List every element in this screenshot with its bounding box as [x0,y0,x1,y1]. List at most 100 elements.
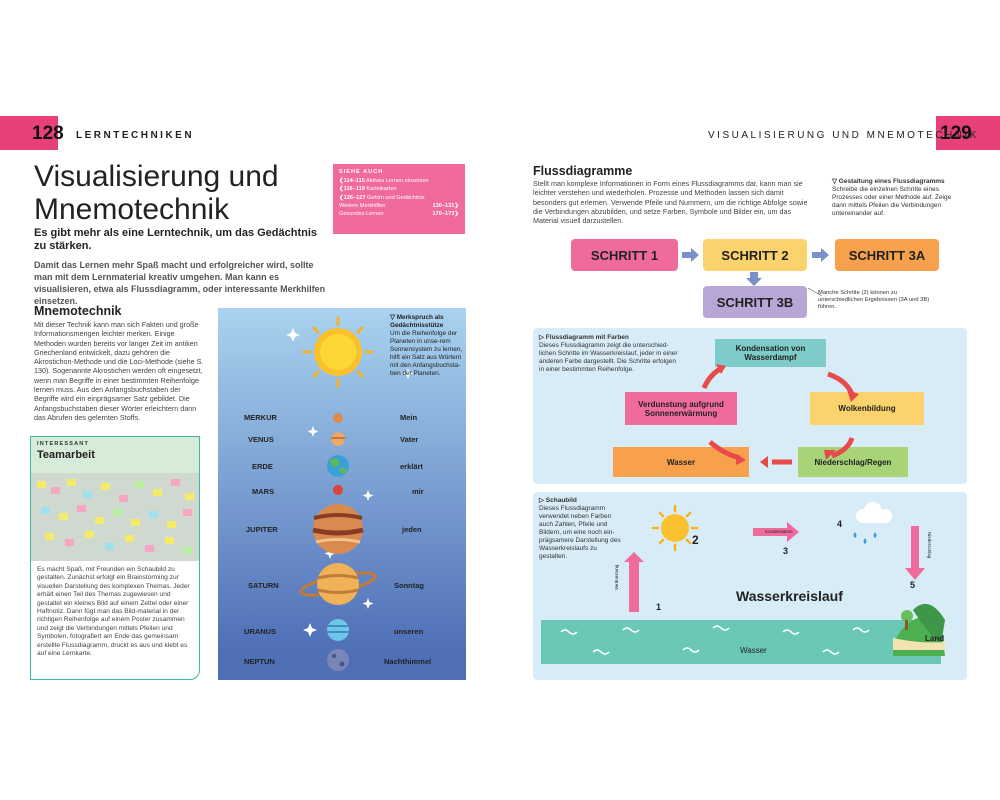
team-box-header: INTERESSANT Teamarbeit [31,437,199,473]
wasser-label: Wasser [740,646,767,655]
farben-title: ▷ Flussdiagramm mit Farben [539,334,629,341]
planets-illustration [286,316,414,671]
planet-word: Vater [400,435,419,444]
arrow-head-icon [716,364,726,374]
wolkenbildung-box: Wolkenbildung [810,392,924,425]
step-3b-box: SCHRITT 3B [703,286,807,318]
see-also-box: SIEHE AUCH ❮114–115 Aktives Lernen einse… [333,164,465,234]
cloud-icon [856,502,892,523]
callout-line [808,287,823,297]
gestaltung-text: Schreibe die einzelnen Schritte eines Pr… [832,186,952,217]
verdunstung-box: Verdunstung aufgrund Sonnenerwärmung [625,392,737,425]
planet-name: SATURN [248,581,279,590]
sea-shape [541,620,941,664]
page-title: Visualisierung und Mnemotechnik [34,160,279,226]
running-head-left: LERNTECHNIKEN [76,130,195,141]
planet-word: unseren [394,627,424,636]
right-header-bar [936,116,1000,150]
flussdiagramme-text: Stellt man komplexe Informationen in For… [533,179,808,226]
see-also-item[interactable]: ❮126–127 Gehirn und Gedächtnis [339,194,425,201]
flussdiagramme-heading: Flussdiagramme [533,164,633,178]
planet-name: VENUS [248,435,274,444]
sun-icon [651,504,699,552]
planet-word: Nachthimmel [384,657,432,666]
kondensation-box: Kondensation von Wasserdampf [715,339,826,367]
mnemotechnik-text: Mit dieser Technik kann man sich Fakten … [34,320,204,422]
arrow-head-icon [760,456,768,468]
page-subtitle: Es gibt mehr als eine Lerntechnik, um da… [34,227,318,252]
merkspruch-title: ▽ Merkspruch als Gedächtnisstütze [390,314,444,329]
schaubild-title: ▷ Schaubild [539,497,577,504]
planet-word: Mein [400,413,418,422]
kondensation-arrow-icon [753,522,799,542]
see-also-item[interactable]: ❮116–119 Karteikarten [339,186,397,193]
merkspruch-caption: ▽ Merkspruch als Gedächtnisstütze Um die… [390,314,465,378]
planet-name: MARS [252,487,275,496]
planet-word: jeden [402,525,422,534]
team-label: INTERESSANT [37,441,90,447]
page-number-right: 129 [940,123,972,144]
schaubild-illustration [541,502,945,664]
merkspruch-text: Um die Reihenfolge der Planeten in unse-… [390,330,463,377]
star-icon [286,328,414,637]
planet-name: ERDE [252,462,273,471]
team-title: Teamarbeit [37,449,95,461]
arrow-head-icon [847,390,859,402]
arrow-right-icon [812,248,829,262]
farben-caption: ▷ Flussdiagramm mit Farben Dieses Flussd… [539,334,679,374]
land-label: Land [925,634,945,643]
verdunstung-label: Verdunstung [614,564,619,590]
schaubild-number-3: 3 [783,546,789,556]
schaubild-number-5: 5 [910,580,916,590]
mnemotechnik-heading: Mnemotechnik [34,304,122,318]
gestaltung-title: ▽ Gestaltung eines Flussdiagramms [832,178,945,185]
neptune-icon [327,649,349,671]
rain-icon [853,532,877,544]
sticky-notes-photo [31,473,199,561]
planet-name: NEPTUN [244,657,275,666]
planet-word: mir [412,487,424,496]
step-1-box: SCHRITT 1 [571,239,678,271]
planet-name: URANUS [244,627,277,636]
step-note: Manche Schritte (2) können zu unterschie… [818,290,930,310]
niederschlag-label: Niederschlag [927,532,932,559]
island-icon [893,603,945,656]
planet-word: Sonntag [394,581,424,590]
schaubild-number-4: 4 [837,519,843,529]
arrow-down-icon [746,272,762,286]
see-also-item[interactable]: ❮114–115 Aktives Lernen einsetzen [339,178,429,185]
kondensation-label: Kondensation [765,529,793,534]
farben-text: Dieses Flussdiagramm zeigt die unterschi… [539,342,678,373]
see-also-title: SIEHE AUCH [339,169,384,175]
team-text: Es macht Spaß, mit Freunden ein Schaubil… [37,566,190,658]
schaubild-caption: ▷ Schaubild Dieses Flussdiagramm verwend… [539,497,625,561]
page-intro: Damit das Lernen mehr Spaß macht und erf… [34,260,326,306]
jupiter-icon [312,504,364,554]
wasserkreislauf-title: Wasserkreislauf [736,588,843,604]
arrow-right-icon [682,248,699,262]
mars-icon [333,485,343,495]
uranus-icon [327,619,349,641]
arrow-head-icon [736,454,746,465]
arrow-head-icon [824,450,836,460]
planet-name: MERKUR [244,413,277,422]
niederschlag-arrow-icon [905,526,925,580]
team-box: INTERESSANT Teamarbeit Es macht Spaß, mi… [30,436,200,680]
planet-name: JUPITER [246,525,278,534]
page-number-left: 128 [32,123,64,144]
niederschlag-box: Niederschlag/Regen [798,447,908,477]
planet-word: erklärt [400,462,423,471]
sun-icon [302,316,374,388]
cycle-arrows [701,364,859,468]
earth-icon [327,455,349,477]
schaubild-text: Dieses Flussdiagramm verwendet neben Far… [539,505,621,560]
gestaltung-caption: ▽ Gestaltung eines Flussdiagramms Schrei… [832,178,962,218]
mercury-icon [333,413,343,423]
planets-panel: MERKUR Mein VENUS Vater ERDE erklärt MAR… [218,308,466,680]
step-2-box: SCHRITT 2 [703,239,807,271]
schaubild-number-1: 1 [656,602,662,612]
saturn-icon [299,563,377,605]
schaubild-number-2: 2 [692,533,699,547]
